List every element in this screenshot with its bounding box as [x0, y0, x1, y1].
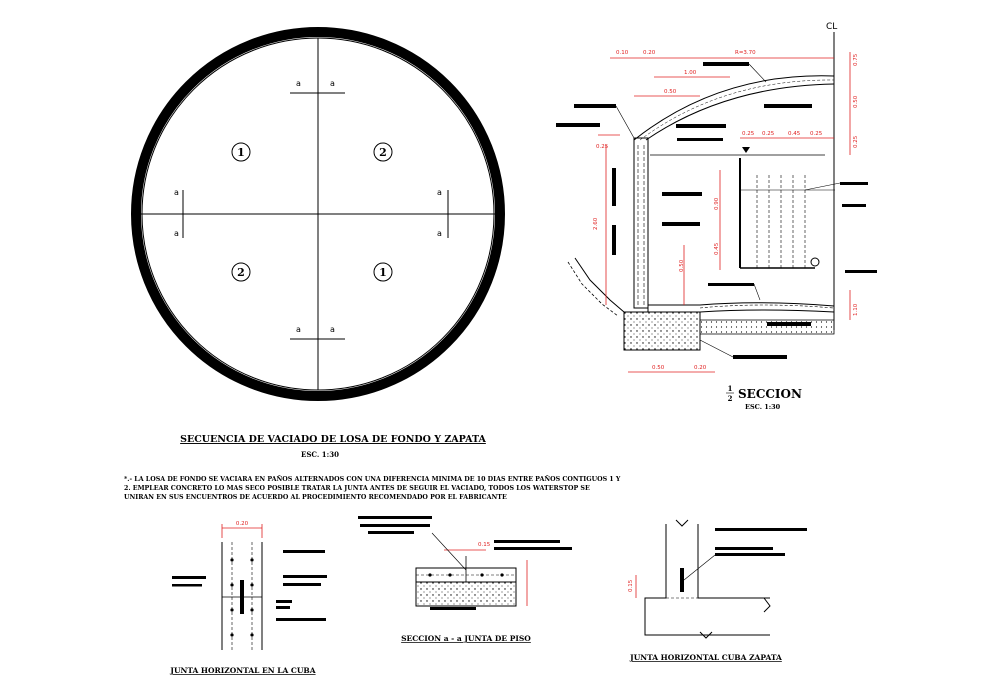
- pour-number: 1: [237, 146, 245, 159]
- detail-junta-piso: 0.15 SECCION a - a JUNTA DE PISO: [358, 516, 572, 643]
- dome-rebar: [639, 79, 835, 141]
- plan-title: SECUENCIA DE VACIADO DE LOSA DE FONDO Y …: [180, 434, 486, 445]
- dim-label: 0.50: [652, 365, 665, 371]
- pour-circle: [231, 142, 251, 162]
- dim-label: 0.20: [236, 521, 249, 527]
- pour-circle: [231, 262, 251, 282]
- section-dimensions: 0.10 0.20 R=3.70 1.00 0.50 0.25 0.25 0.4…: [593, 50, 859, 373]
- slab-rebar: [699, 304, 835, 309]
- pour-number: 2: [379, 146, 387, 159]
- plan-scale: ESC. 1:30: [301, 450, 339, 459]
- tank-wall: [633, 137, 649, 309]
- note-line-1: *.- LA LOSA DE FONDO SE VACIARA EN PAÑOS…: [124, 476, 621, 483]
- plan-view: a a a a a a a a 1 2 2 1 SECUENCIA DE VAC…: [131, 27, 505, 459]
- dim-label: 0.75: [853, 53, 859, 66]
- section-labels: [556, 62, 877, 359]
- dim-label: 0.50: [853, 95, 859, 108]
- dim-label: 0.15: [628, 579, 634, 592]
- detail-title: JUNTA HORIZONTAL EN LA CUBA: [169, 666, 315, 675]
- mark-a: a: [330, 79, 335, 88]
- internal-pipes: [739, 158, 835, 269]
- dim-label: 0.25: [810, 131, 823, 137]
- detail-title: SECCION a - a JUNTA DE PISO: [401, 634, 531, 643]
- section-title: SECCION: [738, 387, 802, 401]
- tank-wall-ring: [131, 27, 505, 401]
- dim-label: 2.60: [593, 217, 599, 230]
- dome-outer: [633, 75, 835, 141]
- detail-junta-zapata: 0.15 JUNTA HORIZONTAL CUBA ZAPATA: [628, 519, 807, 662]
- footing: [623, 311, 701, 351]
- dim-label: 0.50: [679, 259, 685, 272]
- pour-number: 2: [237, 266, 245, 279]
- mark-a: a: [437, 229, 442, 238]
- general-note: *.- LA LOSA DE FONDO SE VACIARA EN PAÑOS…: [124, 476, 621, 501]
- detail-title: JUNTA HORIZONTAL CUBA ZAPATA: [629, 653, 782, 662]
- mark-a: a: [174, 188, 179, 197]
- centerline-label: CL: [826, 22, 837, 32]
- dim-label: 0.25: [762, 131, 775, 137]
- pour-circle: [373, 262, 393, 282]
- mark-a: a: [174, 229, 179, 238]
- dim-label: 1.00: [684, 70, 697, 76]
- section-fraction-bottom: 2: [728, 394, 733, 403]
- dim-label: 0.50: [664, 89, 677, 95]
- mark-a: a: [296, 79, 301, 88]
- note-line-3: UNIRAN EN SUS ENCUENTROS DE ACUERDO AL P…: [124, 494, 507, 501]
- mark-a: a: [296, 325, 301, 334]
- mark-a: a: [437, 188, 442, 197]
- dim-label: 0.25: [853, 135, 859, 148]
- bottom-slab: [647, 302, 835, 313]
- detail-junta-cuba: 0.20 JUNTA HORIZONTAL EN LA CUBA: [169, 521, 327, 675]
- dim-label: 0.15: [478, 542, 491, 548]
- dim-label: 0.25: [742, 131, 755, 137]
- pour-circle: [373, 142, 393, 162]
- section-scale: ESC. 1:30: [745, 403, 781, 411]
- dim-label: 0.10: [616, 50, 629, 56]
- dim-label: 0.20: [694, 365, 707, 371]
- dim-label: 0.45: [788, 131, 801, 137]
- half-section-view: CL: [556, 22, 877, 411]
- dim-label: 0.90: [714, 197, 720, 210]
- dim-label: 0.20: [643, 50, 656, 56]
- dim-label: 0.25: [596, 144, 609, 150]
- mark-a: a: [330, 325, 335, 334]
- dim-label: R=3.70: [735, 50, 756, 56]
- ground-line: [574, 257, 625, 313]
- pour-number: 1: [379, 266, 387, 279]
- water-level-marker: [742, 147, 750, 153]
- note-line-2: 2. EMPLEAR CONCRETO LO MAS SECO POSIBLE …: [124, 485, 590, 492]
- dome-inner: [645, 83, 835, 141]
- dim-label: 0.45: [714, 242, 720, 255]
- section-fraction-top: 1: [728, 384, 733, 393]
- ground-hatch: [567, 261, 619, 317]
- dim-label: 1.10: [853, 303, 859, 316]
